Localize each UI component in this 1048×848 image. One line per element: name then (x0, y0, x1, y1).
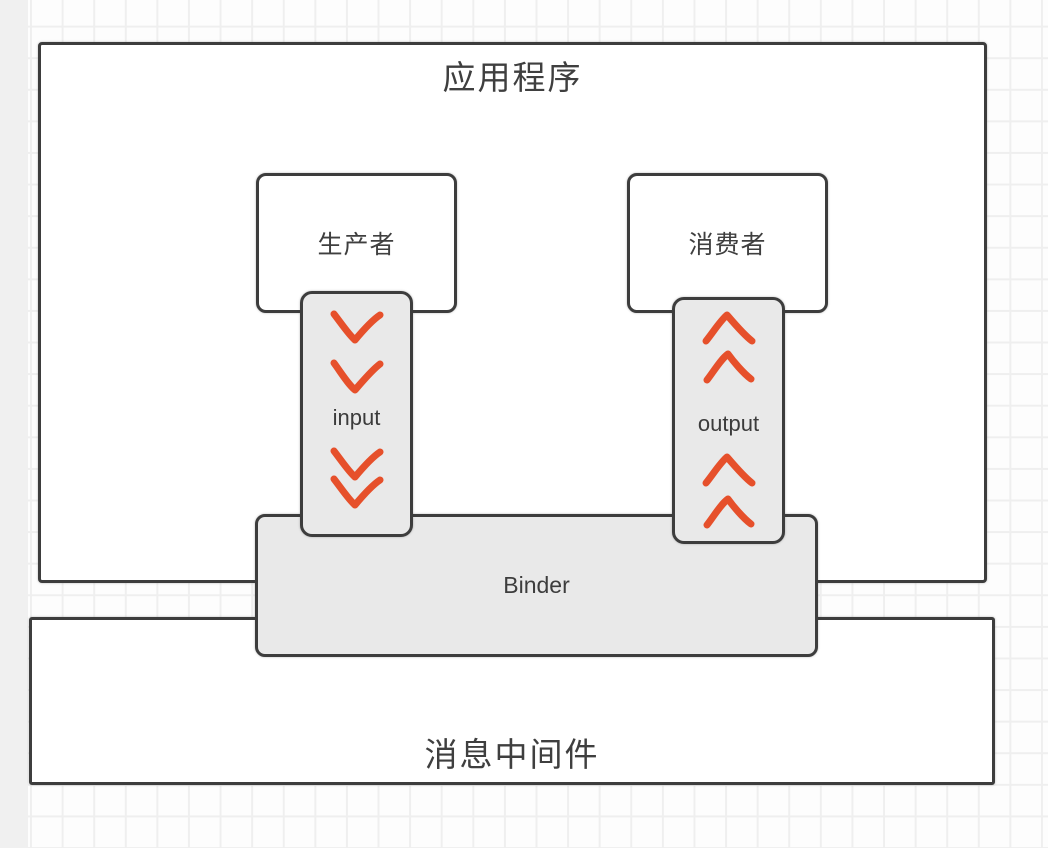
producer-box: 生产者 (256, 173, 457, 313)
middleware-box: 消息中间件 (29, 617, 995, 785)
down-chevron-icon (330, 310, 383, 344)
producer-label: 生产者 (317, 231, 396, 259)
consumer-box: 消费者 (627, 173, 828, 313)
consumer-label: 消费者 (688, 231, 767, 259)
application-box: 应用程序 (38, 42, 987, 583)
output-channel-label: output (697, 411, 760, 436)
binder-label: Binder (503, 572, 570, 598)
input-channel-label: input (332, 405, 381, 430)
down-chevron-icon (330, 359, 383, 394)
middleware-label: 消息中间件 (424, 736, 600, 773)
input-channel-box: input (300, 291, 413, 537)
application-label: 应用程序 (442, 59, 583, 96)
up-chevron-icon (702, 311, 755, 345)
output-channel-box: output (672, 297, 785, 544)
up-chevron-icon (703, 495, 754, 529)
double-down-chevron-icon (330, 447, 383, 509)
up-chevron-icon (702, 453, 755, 487)
up-chevron-icon (703, 350, 754, 384)
